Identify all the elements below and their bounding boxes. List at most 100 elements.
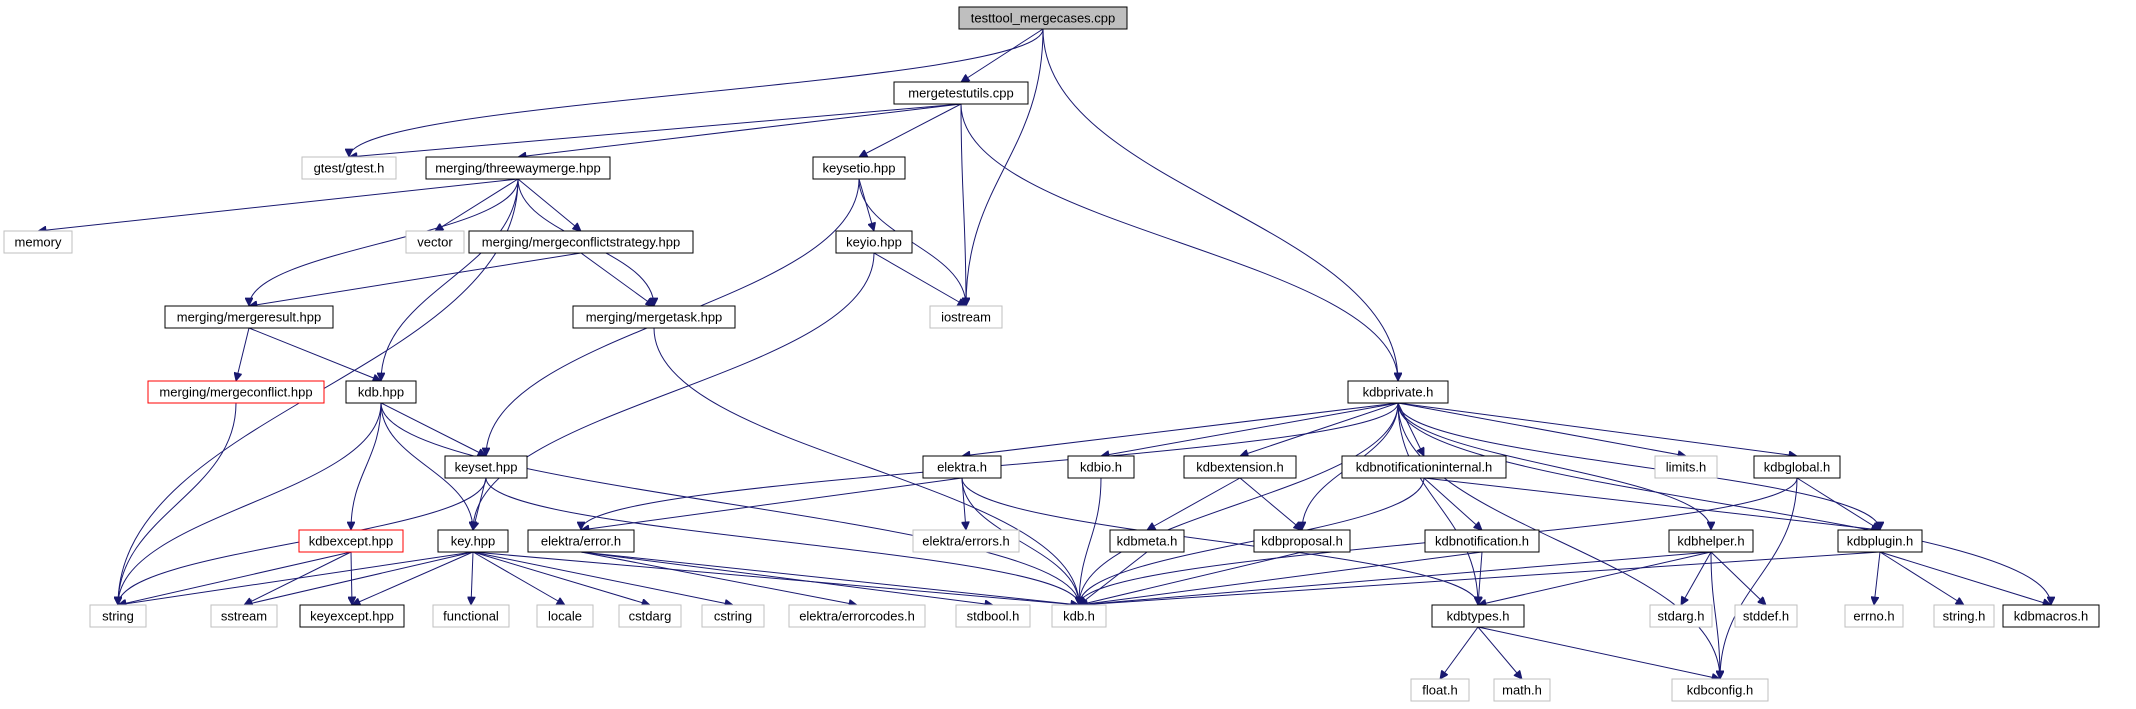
- node-label: keyexcept.hpp: [310, 609, 394, 624]
- node-box: [437, 529, 509, 553]
- node-elektra-error-h[interactable]: elektra/error.h: [527, 529, 635, 553]
- node-string-h[interactable]: string.h: [1933, 604, 1995, 628]
- node-box: [299, 604, 405, 628]
- node-keysetio-hpp[interactable]: keysetio.hpp: [812, 156, 906, 180]
- node-stdarg-h[interactable]: stdarg.h: [1649, 604, 1713, 628]
- node-elektra-h[interactable]: elektra.h: [922, 455, 1002, 479]
- edge-kdbhelper_h-to-kdb_h: [1079, 551, 1712, 605]
- edge-kdbprivate_h-to-kdbio_h: [1101, 402, 1399, 456]
- node-keyset-hpp[interactable]: keyset.hpp: [444, 455, 528, 479]
- node-key-hpp[interactable]: key.hpp: [437, 529, 509, 553]
- node-label: merging/mergeresult.hpp: [177, 310, 322, 325]
- edge-kdbtypes_h-to-kdbconfig_h: [1477, 626, 1720, 679]
- node-stdbool-h[interactable]: stdbool.h: [955, 604, 1031, 628]
- node-kdbnotification-h[interactable]: kdbnotification.h: [1424, 529, 1540, 553]
- node-label: keyset.hpp: [455, 460, 518, 475]
- node-box: [1341, 455, 1507, 479]
- node-box: [1067, 455, 1135, 479]
- edge-mergeresult_hpp-to-kdb_hpp: [248, 327, 381, 381]
- node-label: kdbexcept.hpp: [309, 534, 394, 549]
- node-box: [893, 81, 1029, 105]
- node-mergetask-hpp[interactable]: merging/mergetask.hpp: [572, 305, 736, 329]
- node-elektra-errors-h[interactable]: elektra/errors.h: [912, 529, 1020, 553]
- node-label: limits.h: [1666, 460, 1706, 475]
- node-vector[interactable]: vector: [405, 230, 465, 254]
- edge-kdbnotificationinternal_h-to-kdbplugin_h: [1423, 477, 1880, 530]
- node-box: [2002, 604, 2100, 628]
- edge-key_hpp-to-functional: [471, 551, 473, 605]
- node-testtool-mergecases-cpp[interactable]: testtool_mergecases.cpp: [958, 6, 1128, 30]
- edge-key_hpp-to-kdb_h: [472, 551, 1079, 605]
- node-math-h[interactable]: math.h: [1493, 678, 1551, 702]
- node-label: elektra/errorcodes.h: [799, 609, 915, 624]
- node-kdbhelper-h[interactable]: kdbhelper.h: [1668, 529, 1754, 553]
- node-kdb-h[interactable]: kdb.h: [1051, 604, 1107, 628]
- node-mergetestutils-cpp[interactable]: mergetestutils.cpp: [893, 81, 1029, 105]
- node-kdbnotificationinternal-h[interactable]: kdbnotificationinternal.h: [1341, 455, 1507, 479]
- node-iostream[interactable]: iostream: [929, 305, 1003, 329]
- node-kdbexcept-hpp[interactable]: kdbexcept.hpp: [298, 529, 404, 553]
- node-mergeconflictstrategy-hpp[interactable]: merging/mergeconflictstrategy.hpp: [468, 230, 694, 254]
- node-label: elektra/errors.h: [922, 534, 1009, 549]
- node-threewaymerge-hpp[interactable]: merging/threewaymerge.hpp: [425, 156, 611, 180]
- node-limits-h[interactable]: limits.h: [1654, 455, 1718, 479]
- node-mergeconflict-hpp[interactable]: merging/mergeconflict.hpp: [147, 380, 325, 404]
- node-kdbproposal-h[interactable]: kdbproposal.h: [1253, 529, 1351, 553]
- node-label: cstring: [714, 609, 752, 624]
- edge-kdbprivate_h-to-kdbplugin_h: [1397, 402, 1880, 530]
- node-elektra-errorcodes-h[interactable]: elektra/errorcodes.h: [788, 604, 926, 628]
- edge-kdb_hpp-to-keyset_hpp: [380, 402, 486, 457]
- node-string[interactable]: string: [89, 604, 147, 628]
- node-label: locale: [548, 609, 582, 624]
- edge-key_hpp-to-keyexcept_hpp: [352, 551, 474, 605]
- node-box: [1668, 529, 1754, 553]
- node-sstream[interactable]: sstream: [210, 604, 278, 628]
- node-box: [912, 529, 1020, 553]
- node-gtest-h[interactable]: gtest/gtest.h: [301, 156, 397, 180]
- node-kdbprivate-h[interactable]: kdbprivate.h: [1347, 380, 1449, 404]
- node-label: stdbool.h: [967, 609, 1020, 624]
- node-functional[interactable]: functional: [432, 604, 510, 628]
- node-label: kdbtypes.h: [1447, 609, 1510, 624]
- node-cstdarg[interactable]: cstdarg: [618, 604, 682, 628]
- edge-kdbprivate_h-to-kdbmacros_h: [1397, 402, 2051, 605]
- node-cstring[interactable]: cstring: [701, 604, 765, 628]
- edge-kdbtypes_h-to-float_h: [1440, 626, 1479, 679]
- edge-threewaymerge_hpp-to-vector: [435, 178, 519, 231]
- node-memory[interactable]: memory: [3, 230, 73, 254]
- edge-testtool_mergecases_cpp-to-mergetestutils_cpp: [961, 28, 1044, 82]
- node-float-h[interactable]: float.h: [1410, 678, 1470, 702]
- node-box: [164, 305, 334, 329]
- node-kdbglobal-h[interactable]: kdbglobal.h: [1753, 455, 1841, 479]
- node-kdbio-h[interactable]: kdbio.h: [1067, 455, 1135, 479]
- node-label: keysetio.hpp: [823, 161, 896, 176]
- node-box: [701, 604, 765, 628]
- node-label: merging/threewaymerge.hpp: [435, 161, 600, 176]
- node-locale[interactable]: locale: [536, 604, 594, 628]
- node-kdbmacros-h[interactable]: kdbmacros.h: [2002, 604, 2100, 628]
- node-label: kdbnotificationinternal.h: [1356, 460, 1493, 475]
- node-label: kdbconfig.h: [1687, 683, 1754, 698]
- node-mergeresult-hpp[interactable]: merging/mergeresult.hpp: [164, 305, 334, 329]
- edge-mergeconflict_hpp-to-string: [118, 402, 237, 605]
- edge-kdbhelper_h-to-stddef_h: [1710, 551, 1766, 605]
- node-errno-h[interactable]: errno.h: [1844, 604, 1904, 628]
- node-kdbextension-h[interactable]: kdbextension.h: [1183, 455, 1297, 479]
- node-label: kdbproposal.h: [1261, 534, 1343, 549]
- node-box: [1431, 604, 1525, 628]
- node-keyexcept-hpp[interactable]: keyexcept.hpp: [299, 604, 405, 628]
- edge-kdbprivate_h-to-kdbtypes_h: [1397, 402, 1478, 605]
- edge-kdbnotificationinternal_h-to-kdb_h: [1079, 477, 1425, 605]
- node-kdbtypes-h[interactable]: kdbtypes.h: [1431, 604, 1525, 628]
- node-keyio-hpp[interactable]: keyio.hpp: [835, 230, 913, 254]
- node-kdbconfig-h[interactable]: kdbconfig.h: [1671, 678, 1769, 702]
- node-kdbplugin-h[interactable]: kdbplugin.h: [1837, 529, 1923, 553]
- node-kdb-hpp[interactable]: kdb.hpp: [345, 380, 417, 404]
- node-kdbmeta-h[interactable]: kdbmeta.h: [1109, 529, 1185, 553]
- edge-keyset_hpp-to-key_hpp: [473, 477, 487, 530]
- node-stddef-h[interactable]: stddef.h: [1734, 604, 1798, 628]
- edge-threewaymerge_hpp-to-mergeresult_hpp: [249, 178, 519, 306]
- edge-kdbplugin_h-to-kdbmacros_h: [1879, 551, 2051, 605]
- edge-kdbprivate_h-to-kdbextension_h: [1240, 402, 1399, 456]
